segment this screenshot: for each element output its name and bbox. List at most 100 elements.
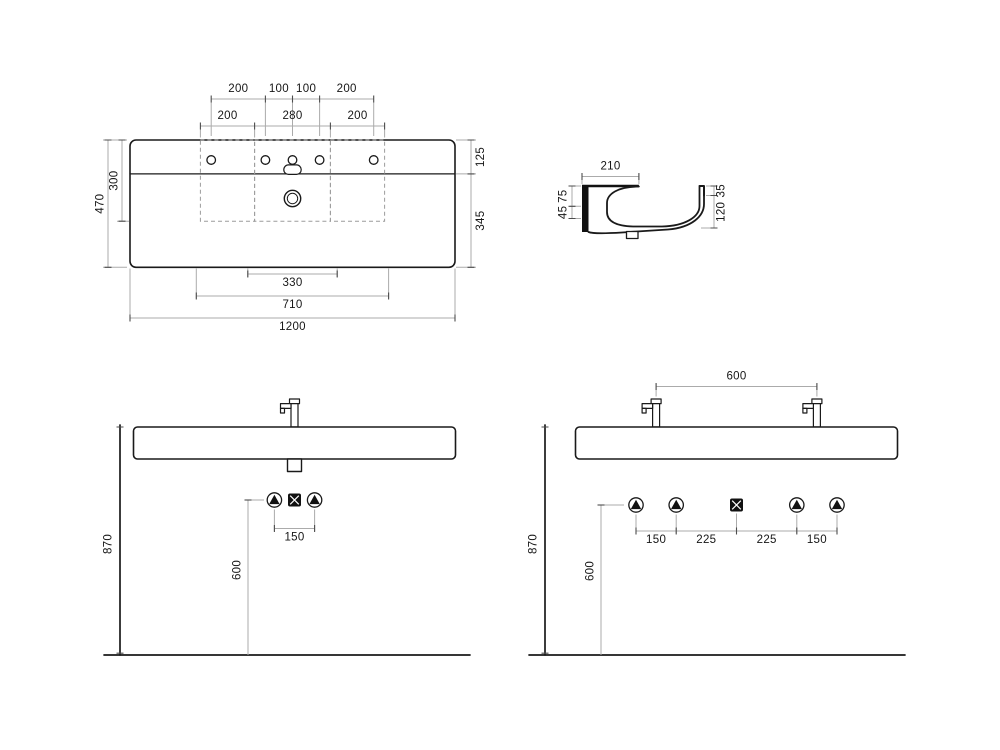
dim-section-height: 120 <box>716 202 728 222</box>
supply-triangle-icon <box>309 494 320 505</box>
plan-hole-dim-ticks <box>210 95 375 103</box>
plan-zone-ext-lines <box>199 129 386 138</box>
supply-symbol-2 <box>668 497 685 513</box>
double-mount-ticks <box>541 426 549 654</box>
tap-spout <box>802 403 815 410</box>
dim-spacing-1: 150 <box>646 534 666 546</box>
waste-cross-mark <box>289 495 300 505</box>
dim-supply-spacing: 150 <box>284 532 304 544</box>
dim-bowl-depth: 345 <box>475 211 487 231</box>
tap-hole <box>314 155 325 165</box>
dim-hole-spacing-2: 100 <box>269 83 289 95</box>
dim-depth-zone: 300 <box>109 171 121 191</box>
double-spacing-ext-lines <box>635 513 838 534</box>
section-top-ext-lines <box>581 174 640 184</box>
tap-hole <box>260 155 271 165</box>
supply-symbol-4 <box>829 497 845 513</box>
tap-nozzle <box>641 407 647 414</box>
dim-drain-height: 600 <box>585 561 597 581</box>
supply-triangle-icon <box>671 499 682 510</box>
dim-drain-height: 600 <box>232 560 244 580</box>
front-view-double: 600 150 225 225 150 870 <box>528 371 906 656</box>
waste-symbol <box>730 498 743 512</box>
tap-holes <box>206 155 379 165</box>
tap-fixture-left <box>641 398 662 428</box>
section-bowl-underside <box>587 194 705 235</box>
tap-fixture <box>279 398 301 428</box>
waste-symbol <box>288 493 301 507</box>
plan-view: 200 100 100 200 200 280 200 470 300 125 … <box>95 83 488 333</box>
single-drain-dim-line <box>247 499 264 655</box>
dim-ledge: 125 <box>475 147 487 167</box>
plan-zone-dim-ticks <box>199 122 386 130</box>
double-drain-dim-line <box>600 504 624 655</box>
tap-zone-center <box>254 139 331 222</box>
section-bowl-inner <box>606 185 701 228</box>
section-top-dim-ticks <box>581 173 640 180</box>
drain-trap <box>286 458 303 473</box>
front-view-single: 150 870 600 <box>103 398 471 656</box>
double-tap-dim-ticks <box>655 383 818 390</box>
plan-bottom-dim-ticks <box>129 270 456 322</box>
dim-hole-spacing-3: 100 <box>296 83 316 95</box>
dim-bowl-width: 710 <box>282 299 302 311</box>
dim-width-total: 1200 <box>279 321 306 333</box>
supply-triangle-icon <box>791 499 802 510</box>
section-left-dim-ticks <box>568 185 576 220</box>
dim-drain-width: 330 <box>282 277 302 289</box>
supply-triangle-icon <box>831 499 843 510</box>
supply-symbol-3 <box>788 497 805 513</box>
section-front-rim <box>698 185 705 197</box>
tap-body <box>651 403 661 428</box>
waste-cross-mark <box>731 500 742 510</box>
dim-tap-spacing: 600 <box>726 371 746 383</box>
tap-hole <box>287 155 298 165</box>
section-back-wall <box>582 186 589 232</box>
overflow-slot <box>283 164 302 175</box>
tap-spout <box>641 403 654 410</box>
plan-left-ext-lines <box>103 139 129 268</box>
tap-nozzle <box>279 407 286 414</box>
tap-nozzle <box>802 407 808 414</box>
drain-outer-circle <box>283 189 302 208</box>
double-tap-ext-lines <box>655 384 818 397</box>
single-spacing-ext-lines <box>273 509 316 531</box>
tap-cap <box>811 398 823 405</box>
drain-inner-circle <box>286 192 299 205</box>
section-right-dim-ticks <box>710 185 718 229</box>
supply-triangle-icon <box>269 494 280 505</box>
supply-triangle-icon <box>630 499 642 510</box>
section-drain-stub <box>625 230 639 240</box>
supply-symbol-1 <box>628 497 644 513</box>
supply-symbol-left <box>266 492 283 508</box>
dim-spacing-3: 225 <box>757 534 777 546</box>
tap-hole <box>206 155 217 165</box>
single-spacing-dim-ticks <box>273 525 316 532</box>
dim-zone-right: 200 <box>347 110 367 122</box>
basin-front-face <box>574 426 899 460</box>
tap-spout <box>279 403 292 410</box>
dim-zone-center: 280 <box>282 110 302 122</box>
tap-cap <box>650 398 662 405</box>
plan-left-dim-lines <box>107 140 123 268</box>
dim-zone-left: 200 <box>217 110 237 122</box>
tap-zone-right <box>329 139 386 222</box>
tap-hole <box>368 155 379 165</box>
dim-depth-total: 470 <box>95 194 107 214</box>
plan-left-dim-ticks <box>104 139 126 268</box>
section-view: 210 75 45 35 120 <box>558 161 728 240</box>
dim-deck-width: 210 <box>600 161 620 173</box>
plan-right-dim-ticks <box>467 139 475 268</box>
single-mount-ticks <box>116 426 124 654</box>
plan-right-ext-lines <box>456 139 476 268</box>
supply-symbol-right <box>306 492 323 508</box>
tap-cap <box>288 398 301 405</box>
dim-hole-spacing-1: 200 <box>228 83 248 95</box>
plan-hole-ext-lines <box>210 102 375 136</box>
dim-spacing-4: 150 <box>807 534 827 546</box>
dim-front-rim: 35 <box>716 184 728 197</box>
plan-bottom-dim-lines <box>130 273 455 319</box>
dim-hole-spacing-4: 200 <box>337 83 357 95</box>
